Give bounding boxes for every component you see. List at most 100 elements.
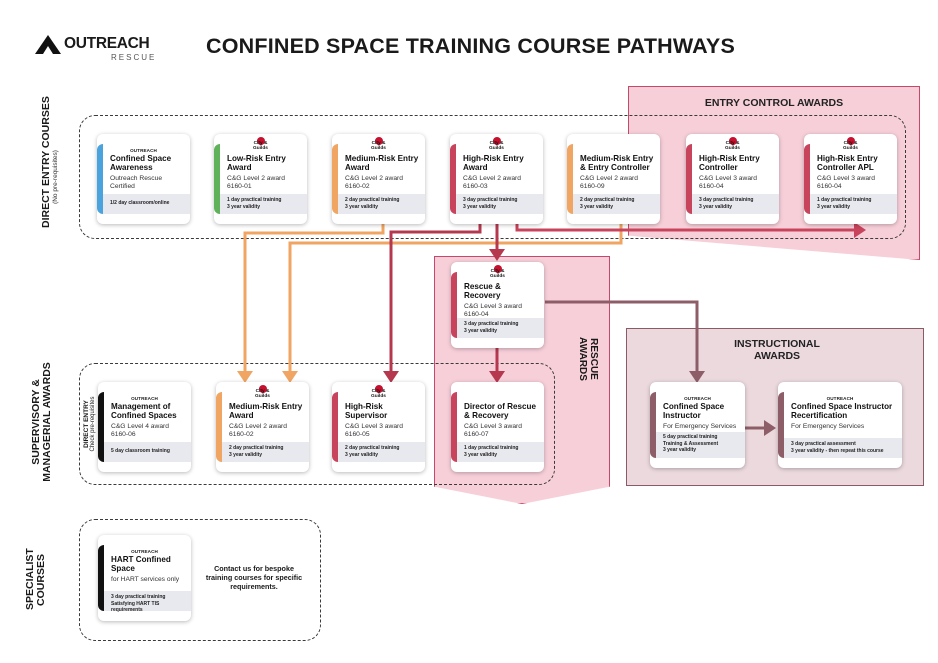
card-footer: 5 day classroom training <box>104 442 191 462</box>
page-title: CONFINED SPACE TRAINING COURSE PATHWAYS <box>206 34 736 58</box>
card-body: C&G Level 3 award 6160-04 <box>464 303 522 319</box>
mountain-logo-icon <box>35 35 61 54</box>
card-confined-space-instructor[interactable]: OUTREACH Confined Space Instructor For E… <box>650 382 745 468</box>
card-title: High-Risk Entry Award <box>463 154 524 173</box>
card-body: C&G Level 2 award 6160-03 <box>463 175 521 191</box>
card-high-risk-entry[interactable]: City &Guilds High-Risk Entry Award C&G L… <box>450 134 543 224</box>
outreach-badge: OUTREACH <box>130 148 157 153</box>
arrow-rescue-to-director <box>489 348 505 383</box>
card-stripe <box>567 144 573 214</box>
card-body: For Emergency Services <box>663 423 737 430</box>
card-body: C&G Level 3 award 6160-04 <box>699 175 757 191</box>
arrow-medium-to-medium <box>237 224 385 383</box>
card-title: Medium-Risk Entry Award <box>229 402 303 421</box>
card-stripe <box>686 144 692 214</box>
specialist-box <box>79 519 321 641</box>
card-stripe <box>778 392 784 458</box>
card-title: Confined Space Instructor Recertificatio… <box>791 402 893 421</box>
city-guilds-logo: City &Guilds <box>252 137 270 151</box>
arrow-high-to-rescue <box>489 224 505 261</box>
card-stripe <box>804 144 810 214</box>
logo-text: OUTREACH <box>64 35 150 52</box>
card-high-risk-supervisor[interactable]: City &Guilds High-Risk Supervisor C&G Le… <box>332 382 425 472</box>
card-stripe <box>451 272 457 338</box>
card-body: For Emergency Services <box>791 423 865 430</box>
city-guilds-logo: City &Guilds <box>489 265 507 279</box>
card-body: C&G Level 2 award 6160-01 <box>227 175 285 191</box>
card-high-risk-entry-controller[interactable]: City &Guilds High-Risk Entry Controller … <box>686 134 779 224</box>
instructional-title: INSTRUCTIONAL AWARDS <box>734 338 820 362</box>
city-guilds-logo: City &Guilds <box>254 385 272 399</box>
card-stripe <box>451 392 457 462</box>
card-title: Low-Risk Entry Award <box>227 154 286 173</box>
card-body: C&G Level 3 award 6160-07 <box>464 423 522 439</box>
card-medium-risk-entry-controller[interactable]: Medium-Risk Entry & Entry Controller C&G… <box>567 134 660 224</box>
card-low-risk-entry[interactable]: City &Guilds Low-Risk Entry Award C&G Le… <box>214 134 307 224</box>
outreach-badge: OUTREACH <box>684 396 711 401</box>
city-guilds-logo: City &Guilds <box>842 137 860 151</box>
card-title: High-Risk Entry Controller <box>699 154 760 173</box>
card-stripe <box>97 144 103 214</box>
supervisory-box <box>79 363 555 485</box>
card-director-rescue-recovery[interactable]: Director of Rescue & Recovery C&G Level … <box>451 382 544 472</box>
city-guilds-logo: City &Guilds <box>724 137 742 151</box>
card-stripe <box>98 392 104 462</box>
card-title: Rescue & Recovery <box>464 282 501 301</box>
card-footer: 1/2 day classroom/online <box>103 194 190 214</box>
card-footer-line: 1/2 day classroom/online <box>110 200 170 206</box>
card-medium-risk-entry-2[interactable]: City &Guilds Medium-Risk Entry Award C&G… <box>216 382 309 472</box>
arrow-high-to-supervisor <box>383 224 482 383</box>
card-stripe <box>450 144 456 214</box>
card-stripe <box>650 392 656 458</box>
city-guilds-logo: City &Guilds <box>370 137 388 151</box>
card-stripe <box>332 144 338 214</box>
card-body: C&G Level 2 award 6160-02 <box>229 423 287 439</box>
card-stripe <box>98 545 104 611</box>
card-stripe <box>216 392 222 462</box>
card-title: Confined Space Awareness <box>110 154 172 173</box>
card-high-risk-entry-controller-apl[interactable]: City &Guilds High-Risk Entry Controller … <box>804 134 897 224</box>
card-body: C&G Level 4 award 6160-06 <box>111 423 169 439</box>
direct-entry-box <box>79 115 906 239</box>
card-medium-risk-entry[interactable]: City &Guilds Medium-Risk Entry Award C&G… <box>332 134 425 224</box>
card-body: C&G Level 2 award 6160-09 <box>580 175 638 191</box>
arrow-instructor-to-recert <box>745 420 776 436</box>
logo-subtext: RESCUE <box>111 53 157 62</box>
entry-control-title: ENTRY CONTROL AWARDS <box>704 97 844 109</box>
outreach-badge: OUTREACH <box>826 396 854 401</box>
card-stripe <box>332 392 338 462</box>
arrow-high-to-apl <box>515 222 866 238</box>
outreach-badge: OUTREACH <box>131 549 158 554</box>
card-instructor-recertification[interactable]: OUTREACH Confined Space Instructor Recer… <box>778 382 902 468</box>
outreach-rescue-logo: OUTREACH RESCUE <box>34 31 164 67</box>
card-confined-space-awareness[interactable]: OUTREACH Confined Space Awareness Outrea… <box>97 134 190 224</box>
card-body: C&G Level 3 award 6160-05 <box>345 423 403 439</box>
card-hart-confined-space[interactable]: OUTREACH HART Confined Space for HART se… <box>98 535 191 621</box>
arrow-rescue-to-instructor <box>545 300 705 383</box>
outreach-badge: OUTREACH <box>131 396 158 401</box>
card-rescue-recovery[interactable]: City &Guilds Rescue & Recovery C&G Level… <box>451 262 544 348</box>
city-guilds-logo: City &Guilds <box>370 385 388 399</box>
card-title: Medium-Risk Entry & Entry Controller <box>580 154 654 173</box>
card-title: Director of Rescue & Recovery <box>464 402 536 421</box>
card-body: for HART services only <box>111 576 180 583</box>
card-title: HART Confined Space <box>111 555 171 574</box>
contact-note: Contact us for bespoke training courses … <box>205 564 303 591</box>
card-management-confined-spaces[interactable]: OUTREACH Management of Confined Spaces C… <box>98 382 191 472</box>
card-body: Outreach Rescue Certified <box>110 175 163 191</box>
card-body: C&G Level 2 award 6160-02 <box>345 175 403 191</box>
arrow-controller-to-medium <box>282 224 623 383</box>
card-title: Medium-Risk Entry Award <box>345 154 419 173</box>
